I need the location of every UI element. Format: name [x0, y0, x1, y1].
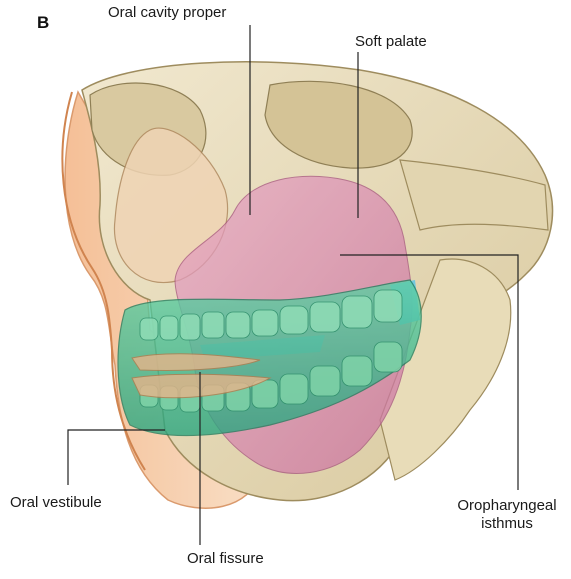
label-oral-vestibule: Oral vestibule	[10, 494, 102, 512]
label-soft-palate: Soft palate	[355, 33, 427, 51]
label-oropharyngeal-isthmus: Oropharyngeal isthmus	[446, 497, 568, 533]
label-oral-cavity-proper: Oral cavity proper	[108, 4, 226, 22]
label-oropharyngeal-line2: isthmus	[446, 515, 568, 533]
label-oropharyngeal-line1: Oropharyngeal	[446, 497, 568, 515]
label-oral-fissure: Oral fissure	[187, 550, 264, 568]
panel-letter: B	[37, 13, 49, 33]
